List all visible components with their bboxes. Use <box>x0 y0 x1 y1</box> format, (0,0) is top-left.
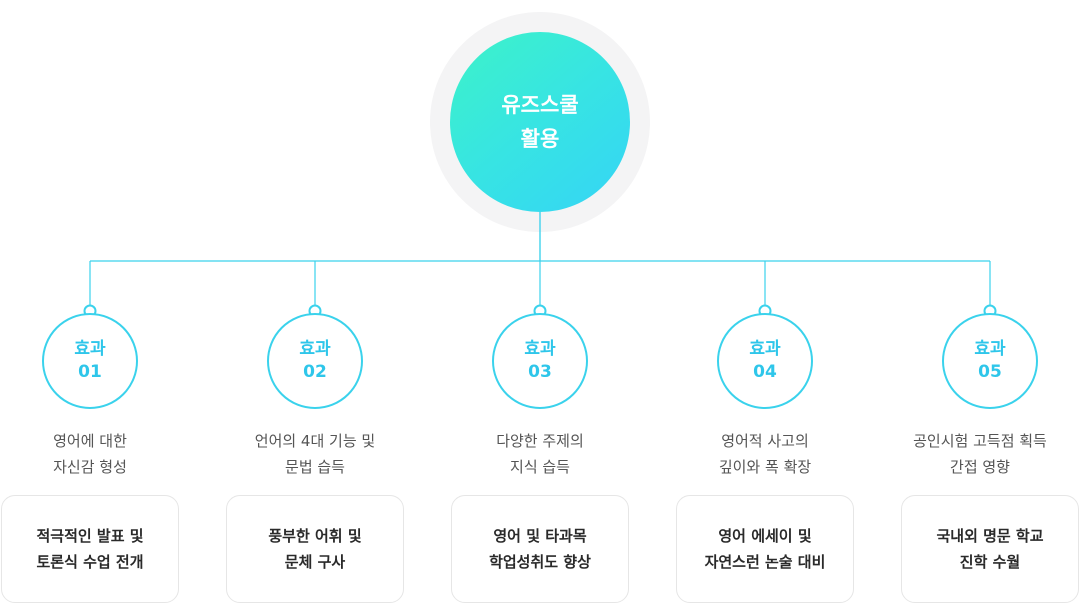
effect-description-4: 영어적 사고의 깊이와 폭 확장 <box>665 428 865 480</box>
effect-description-2: 언어의 4대 기능 및 문법 습득 <box>215 428 415 480</box>
effect-node-5: 효과 05 <box>942 313 1038 409</box>
effect-box-1: 적극적인 발표 및 토론식 수업 전개 <box>1 495 179 603</box>
effect-node-2: 효과 02 <box>267 313 363 409</box>
box-line: 문체 구사 <box>284 553 346 571</box>
box-line: 진학 수월 <box>959 553 1021 571</box>
effect-number: 02 <box>303 362 327 382</box>
effect-description-3: 다양한 주제의 지식 습득 <box>440 428 640 480</box>
effect-number: 05 <box>978 362 1002 382</box>
effect-box-2: 풍부한 어휘 및 문체 구사 <box>226 495 404 603</box>
description-line: 자신감 형성 <box>53 458 127 476</box>
effect-label: 효과 <box>299 339 331 359</box>
effect-box-3: 영어 및 타과목 학업성취도 향상 <box>451 495 629 603</box>
box-line: 토론식 수업 전개 <box>36 553 144 571</box>
effect-node-4: 효과 04 <box>717 313 813 409</box>
description-line: 영어에 대한 <box>53 432 127 450</box>
effect-box-4: 영어 에세이 및 자연스런 논술 대비 <box>676 495 854 603</box>
effect-label: 효과 <box>749 339 781 359</box>
box-line: 영어 및 타과목 <box>493 527 587 545</box>
effect-label: 효과 <box>974 339 1006 359</box>
box-line: 자연스런 논술 대비 <box>704 553 826 571</box>
center-title-line2: 활용 <box>520 127 560 151</box>
effect-label: 효과 <box>74 339 106 359</box>
box-line: 학업성취도 향상 <box>489 553 591 571</box>
box-line: 풍부한 어휘 및 <box>268 527 362 545</box>
description-line: 공인시험 고득점 획득 <box>913 432 1047 450</box>
box-line: 영어 에세이 및 <box>718 527 812 545</box>
description-line: 간접 영향 <box>950 458 1010 476</box>
box-line: 적극적인 발표 및 <box>36 527 144 545</box>
center-title-line1: 유즈스쿨 <box>501 93 579 117</box>
effect-label: 효과 <box>524 339 556 359</box>
description-line: 다양한 주제의 <box>496 432 584 450</box>
effect-number: 03 <box>528 362 552 382</box>
effect-number: 04 <box>753 362 777 382</box>
effect-node-3: 효과 03 <box>492 313 588 409</box>
description-line: 깊이와 폭 확장 <box>718 458 812 476</box>
effect-number: 01 <box>78 362 102 382</box>
effect-description-5: 공인시험 고득점 획득 간접 영향 <box>880 428 1080 480</box>
description-line: 영어적 사고의 <box>721 432 809 450</box>
effect-description-1: 영어에 대한 자신감 형성 <box>0 428 190 480</box>
description-line: 언어의 4대 기능 및 <box>254 432 376 450</box>
effect-box-5: 국내외 명문 학교 진학 수월 <box>901 495 1079 603</box>
description-line: 지식 습득 <box>510 458 570 476</box>
description-line: 문법 습득 <box>285 458 345 476</box>
effect-node-1: 효과 01 <box>42 313 138 409</box>
center-node: 유즈스쿨 활용 <box>450 32 630 212</box>
box-line: 국내외 명문 학교 <box>936 527 1044 545</box>
